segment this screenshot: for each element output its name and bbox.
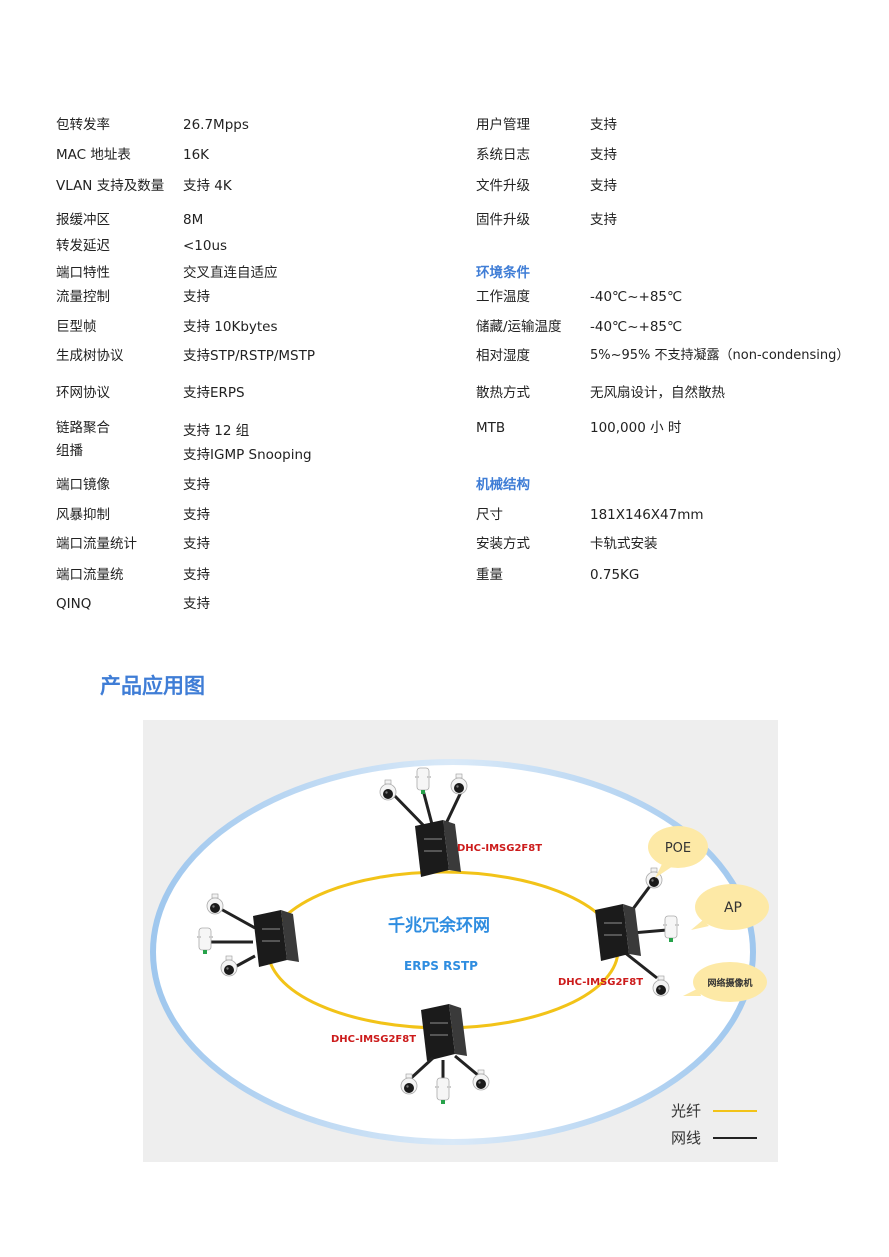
switch-right <box>595 867 680 997</box>
spec-label: QINQ <box>56 596 92 612</box>
bubble-ap: AP <box>691 884 769 930</box>
switch-label-bottom: DHC-IMSG2F8T <box>331 1034 416 1045</box>
spec-value: 支持 <box>183 567 210 583</box>
spec-label: 固件升级 <box>476 212 530 228</box>
network-topology-svg: 千兆冗余环网 ERPS RSTP DHC-IMSG2F8T <box>150 759 769 1147</box>
switch-label-right: DHC-IMSG2F8T <box>558 977 643 988</box>
spec-value: 0.75KG <box>590 567 640 583</box>
spec-value: 支持 <box>590 117 617 133</box>
switch-bottom <box>400 1004 490 1105</box>
application-diagram: 千兆冗余环网 ERPS RSTP DHC-IMSG2F8T <box>143 720 778 1162</box>
spec-label: 端口流量统计 <box>56 536 137 552</box>
spec-value: -40℃~+85℃ <box>590 289 683 305</box>
spec-value: <10us <box>183 238 228 254</box>
spec-value: 100,000 小 时 <box>590 420 682 436</box>
spec-value: 支持 <box>590 212 617 228</box>
spec-value: 支持 10Kbytes <box>183 319 278 335</box>
spec-label: 端口流量统 <box>56 567 124 583</box>
bubble-ap-label: AP <box>724 900 742 916</box>
spec-value: 支持 <box>183 507 210 523</box>
bubble-camera-label: 网络摄像机 <box>707 977 752 989</box>
spec-label: 重量 <box>476 567 503 583</box>
spec-value: 5%~95% 不支持凝露（non-condensing） <box>590 348 850 363</box>
section-title-mechanical: 机械结构 <box>476 477 530 493</box>
spec-value: 16K <box>183 147 210 163</box>
spec-label: 安装方式 <box>476 536 530 552</box>
switch-label-top: DHC-IMSG2F8T <box>457 843 542 854</box>
legend: 光纤 网线 <box>671 1102 757 1147</box>
spec-label: 风暴抑制 <box>56 507 110 523</box>
spec-value: 支持 12 组 <box>183 423 250 439</box>
spec-label: 工作温度 <box>476 289 530 305</box>
spec-value: 无风扇设计，自然散热 <box>590 385 725 401</box>
spec-value: 支持 4K <box>183 178 232 194</box>
network-area-ellipse <box>150 759 756 1145</box>
spec-value: 支持 <box>183 596 210 612</box>
spec-label: MTB <box>476 420 506 436</box>
legend-fiber-label: 光纤 <box>671 1102 701 1120</box>
spec-value: 支持 <box>183 536 210 552</box>
spec-value: 支持STP/RSTP/MSTP <box>183 348 315 364</box>
spec-label: 巨型帧 <box>56 319 97 335</box>
spec-label: 端口镜像 <box>56 477 110 493</box>
spec-value: 支持ERPS <box>183 385 245 401</box>
section-title-environment: 环境条件 <box>476 265 530 281</box>
spec-label: 端口特性 <box>56 265 110 281</box>
ring-subtitle: ERPS RSTP <box>404 959 478 973</box>
spec-label: 流量控制 <box>56 289 110 305</box>
spec-value: 支持 <box>590 178 617 194</box>
spec-label: 生成树协议 <box>56 348 124 364</box>
spec-label: 尺寸 <box>476 507 503 523</box>
spec-label: 组播 <box>56 443 83 459</box>
spec-label: 链路聚合 <box>56 420 110 436</box>
spec-label: 环网协议 <box>56 385 110 401</box>
switch-top <box>379 767 468 877</box>
spec-value: 支持IGMP Snooping <box>183 447 312 463</box>
spec-label: 转发延迟 <box>56 238 110 254</box>
bubble-poe-label: POE <box>665 841 691 856</box>
section-heading-application: 产品应用图 <box>100 674 205 698</box>
spec-label: 报缓冲区 <box>56 212 110 228</box>
spec-label: 用户管理 <box>476 117 530 133</box>
spec-value: 卡轨式安装 <box>590 536 658 552</box>
spec-label: MAC 地址表 <box>56 147 131 163</box>
spec-value: -40℃~+85℃ <box>590 319 683 335</box>
spec-label: 散热方式 <box>476 385 530 401</box>
legend-cable-label: 网线 <box>671 1129 701 1147</box>
spec-label: 储藏/运输温度 <box>476 319 562 335</box>
spec-label: 相对湿度 <box>476 348 530 364</box>
spec-label: 文件升级 <box>476 178 530 194</box>
spec-value: 支持 <box>590 147 617 163</box>
spec-label: 系统日志 <box>476 147 530 163</box>
ring-title: 千兆冗余环网 <box>388 915 490 936</box>
spec-value: 支持 <box>183 289 210 305</box>
spec-value: 交叉直连自适应 <box>183 265 278 281</box>
spec-value: 181X146X47mm <box>590 507 704 523</box>
switch-left <box>196 893 299 977</box>
bubble-poe: POE <box>648 826 708 878</box>
spec-label: 包转发率 <box>56 117 110 133</box>
spec-value: 26.7Mpps <box>183 117 249 133</box>
bubble-camera: 网络摄像机 <box>683 962 767 1002</box>
spec-value: 8M <box>183 212 204 228</box>
spec-label: VLAN 支持及数量 <box>56 178 165 194</box>
spec-value: 支持 <box>183 477 210 493</box>
